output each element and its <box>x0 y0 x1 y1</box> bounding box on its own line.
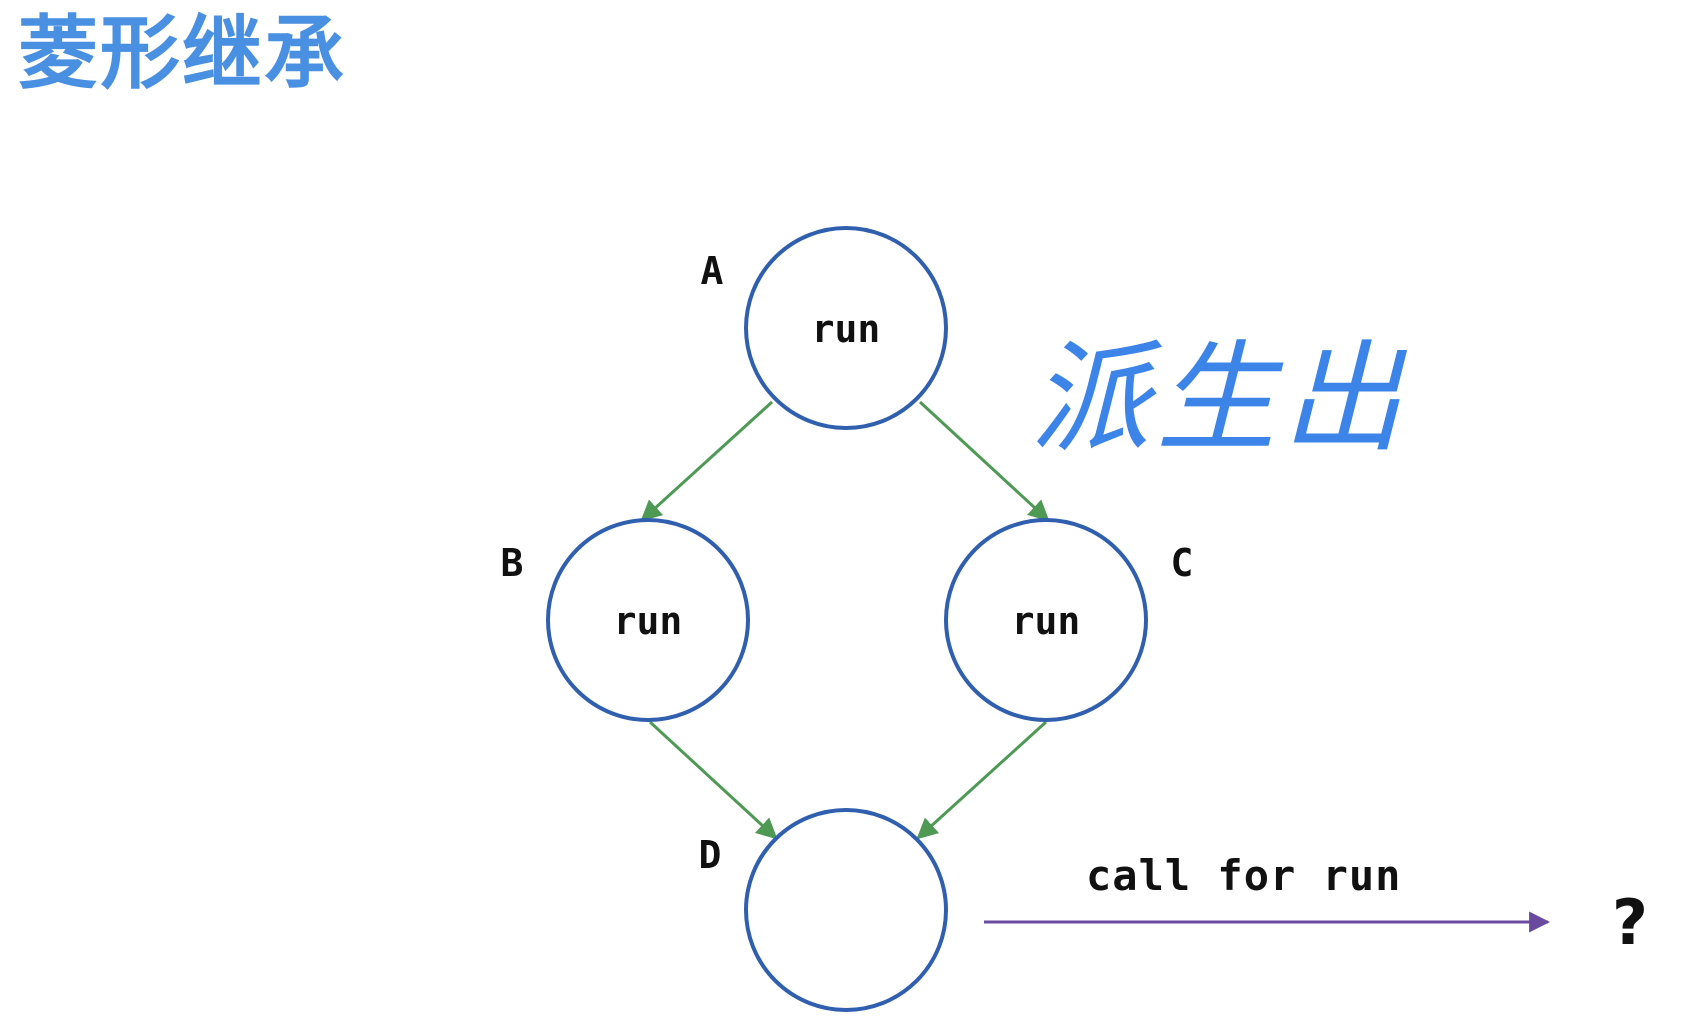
node-a-method: run <box>812 307 881 351</box>
node-b-label: B <box>501 541 524 585</box>
node-a-label: A <box>701 249 724 293</box>
edge-a-to-c <box>918 400 1050 522</box>
node-d-label: D <box>699 833 722 877</box>
node-c-method: run <box>1012 599 1081 643</box>
edge-c-to-d <box>916 720 1048 840</box>
handwritten-note: 派生出 <box>1030 330 1408 469</box>
node-b-method: run <box>614 599 683 643</box>
edge-b-to-d <box>648 720 778 840</box>
node-c-label: C <box>1171 541 1194 585</box>
edge-a-to-b <box>640 400 774 522</box>
node-d-circle <box>744 808 948 1012</box>
page-title: 菱形继承 <box>18 7 346 100</box>
call-result: ? <box>1612 886 1648 959</box>
node-a-circle <box>744 226 948 430</box>
node-c-circle <box>944 518 1148 722</box>
call-label: call for run <box>1086 851 1401 900</box>
node-b-circle <box>546 518 750 722</box>
